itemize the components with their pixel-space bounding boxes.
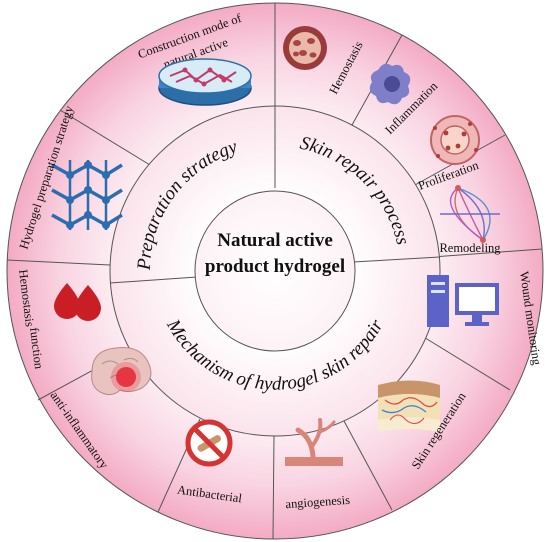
hemostasis-function-line1: Hemostasis <box>16 269 37 328</box>
blood-drops-icon <box>54 283 101 321</box>
computer-icon <box>427 275 499 327</box>
no-bacteria-icon <box>185 419 233 467</box>
immune-cell-icon <box>369 63 411 105</box>
center-circle <box>194 190 356 352</box>
hemostasis-function-line2: function <box>27 327 46 371</box>
segment-antibacterial: Antibacterial <box>176 419 243 506</box>
dividing-cell-icon <box>430 115 480 165</box>
blood-vessel-icon <box>285 418 343 466</box>
brain-icon <box>91 347 152 396</box>
center-title-line1: Natural active <box>217 230 333 251</box>
center-title-line2: product hydrogel <box>205 256 345 277</box>
remodeling-label: Remodeling <box>439 241 501 255</box>
angiogenesis-label: angiogenesis <box>285 493 351 511</box>
segment-hemostasis-function: Hemostasis function <box>16 269 101 371</box>
segment-remodeling: Remodeling <box>439 185 501 255</box>
petri-dish-icon <box>158 58 252 106</box>
skin-layers-icon <box>378 380 440 432</box>
segment-angiogenesis: angiogenesis <box>285 418 351 511</box>
hydrogel-network-icon <box>51 160 123 230</box>
inner-ring-dividers <box>109 106 441 284</box>
blood-cell-icon <box>283 26 327 70</box>
spindle-icon <box>440 185 500 243</box>
